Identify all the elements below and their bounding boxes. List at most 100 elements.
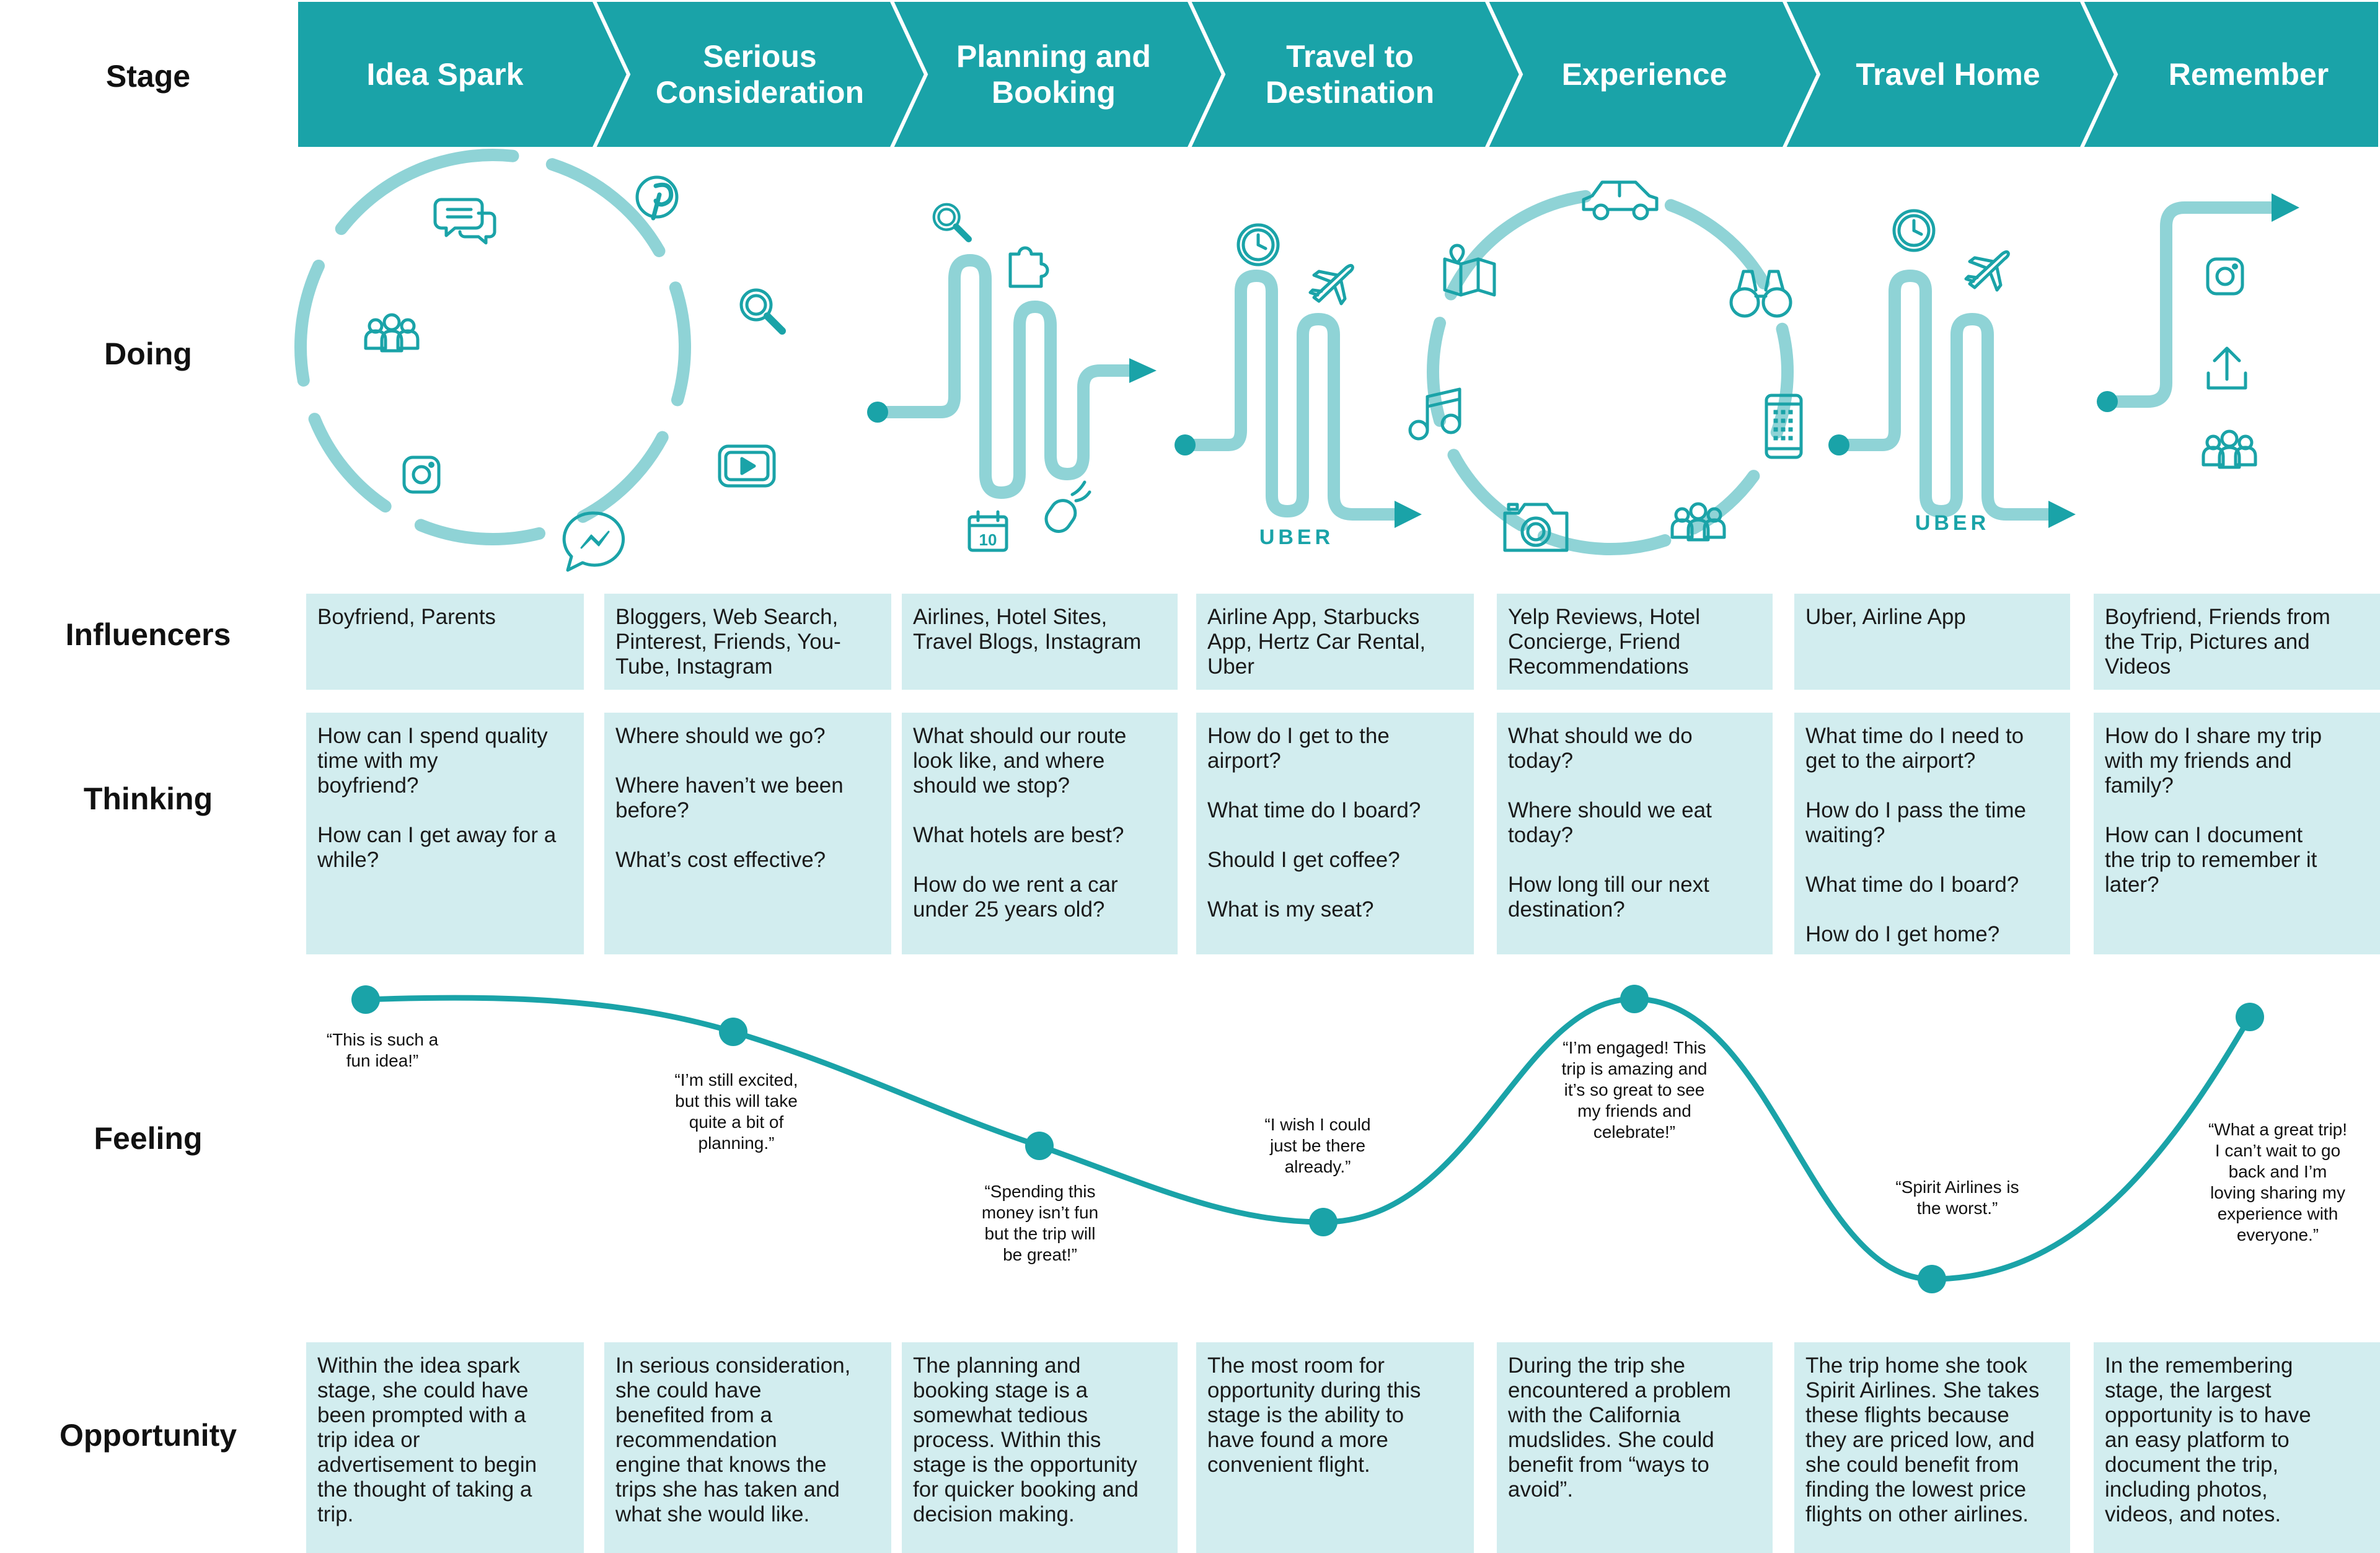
cell-text-line: decision making.: [913, 1502, 1075, 1526]
cell-text-line: opportunity is to have: [2105, 1403, 2311, 1427]
cell-text-line: How do I share my trip: [2105, 724, 2322, 748]
cell-text-line: mudslides. She could: [1508, 1428, 1714, 1452]
cell-text-line: Within the idea spark: [317, 1353, 520, 1378]
cell-text-line: Concierge, Friend: [1508, 630, 1681, 654]
cell-text-line: process. Within this: [913, 1428, 1101, 1452]
cell-text-line: In serious consideration,: [615, 1353, 851, 1378]
cell-text-line: During the trip she: [1508, 1353, 1685, 1378]
cycle-arc: [308, 413, 392, 513]
chat-bubbles-icon: [433, 198, 496, 245]
clock-icon: [1238, 225, 1278, 265]
cell-text-line: How can I get away for a: [317, 823, 557, 847]
cell-text-line: the thought of taking a: [317, 1477, 532, 1502]
remember-route-path: [2097, 193, 2299, 412]
cell-text-line: Travel Blogs, Instagram: [913, 630, 1142, 654]
phone-icon: [1765, 394, 1803, 459]
cell-text-line: destination?: [1508, 897, 1625, 922]
cycle-arc: [1444, 190, 1592, 301]
stage-title-line: Idea Spark: [367, 57, 524, 92]
thinking-question: Where should we go?: [615, 724, 880, 749]
stage-title-line: Experience: [1562, 57, 1727, 92]
cell-text-line: get to the airport?: [1805, 749, 1976, 773]
cell-text-line: booking stage is a: [913, 1378, 1088, 1402]
cell-text-line: today?: [1508, 749, 1574, 773]
thinking-question: What time do I board?: [1805, 873, 2059, 897]
group-icon: [366, 315, 418, 351]
cycle-arc: [294, 259, 325, 387]
thinking-question: What is my seat?: [1207, 897, 1463, 922]
cell-text-line: she could benefit from: [1805, 1453, 2019, 1477]
cell-text-line: recommendation: [615, 1428, 777, 1452]
cell-text-line: How do I pass the time: [1805, 798, 2026, 822]
route-start-dot: [1175, 434, 1196, 455]
cell-text-line: Yelp Reviews, Hotel: [1508, 605, 1700, 629]
camera-icon: [1503, 503, 1569, 552]
travel-to-route-path: [1175, 270, 1422, 528]
cell-text-line: How long till our next: [1508, 873, 1709, 897]
cell-text-line: somewhat tedious: [913, 1403, 1088, 1427]
calendar-day: 10: [979, 530, 997, 549]
cell-text-line: How do I get to the: [1207, 724, 1390, 748]
cell-text-line: the trip to remember it: [2105, 848, 2317, 872]
cell-text-line: Boyfriend, Friends from: [2105, 605, 2330, 629]
cell-text-line: Where haven’t we been: [615, 773, 844, 798]
cycle-arc: [1687, 470, 1760, 535]
stage-chevron-1: Idea Spark: [296, 0, 658, 149]
cell-text-line: The planning and: [913, 1353, 1081, 1378]
route-arrow-head: [2272, 193, 2299, 222]
cell-text-line: The most room for: [1207, 1353, 1385, 1378]
uber-label: UBER: [1915, 511, 1990, 535]
cell-text-line: Uber, Airline App: [1805, 605, 1966, 629]
cell-text-line: Tube, Instagram: [615, 654, 773, 679]
binoculars-icon: [1729, 270, 1792, 318]
cell-text-line: In the remembering: [2105, 1353, 2293, 1378]
influencer-cell: Boyfriend, Parents: [306, 594, 584, 690]
cycle-arc: [1427, 317, 1447, 427]
cell-text-line: engine that knows the: [615, 1453, 827, 1477]
cycle-arc: [669, 281, 691, 407]
planning-route-path: [867, 254, 1157, 499]
cell-text-line: Should I get coffee?: [1207, 848, 1400, 872]
cell-text-line: should we stop?: [913, 773, 1070, 798]
cell-text-line: for quicker booking and: [913, 1477, 1139, 1502]
stage-title-line: Remember: [2169, 57, 2329, 92]
route-start-dot: [867, 402, 888, 423]
cell-text-line: these flights because: [1805, 1403, 2009, 1427]
youtube-icon: [718, 444, 776, 488]
cycle-arc: [576, 431, 669, 523]
thinking-question: What’s cost effective?: [615, 848, 880, 873]
cell-text-line: finding the lowest price: [1805, 1477, 2027, 1502]
cell-text-line: The trip home she took: [1805, 1353, 2027, 1378]
stage-title-line: Serious: [703, 39, 816, 74]
cell-text-line: document the trip,: [2105, 1453, 2279, 1477]
thinking-question: What hotels are best?: [913, 823, 1166, 848]
search-icon: [934, 205, 969, 239]
stage-chevron-6: Travel Home: [1781, 0, 2146, 149]
cell-text-line: stage, the largest: [2105, 1378, 2272, 1402]
stage-chevron-5: Experience: [1484, 0, 1848, 149]
cell-text-line: How do we rent a car: [913, 873, 1118, 897]
row-label-feeling: Feeling: [94, 1121, 203, 1156]
cycle-arc: [545, 158, 666, 257]
cell-text-line: stage is the ability to: [1207, 1403, 1404, 1427]
cell-text-line: what she would like.: [615, 1502, 810, 1526]
cycle-arc: [1770, 322, 1794, 439]
instagram-icon: [2208, 259, 2242, 294]
cycle-arc: [335, 149, 519, 235]
